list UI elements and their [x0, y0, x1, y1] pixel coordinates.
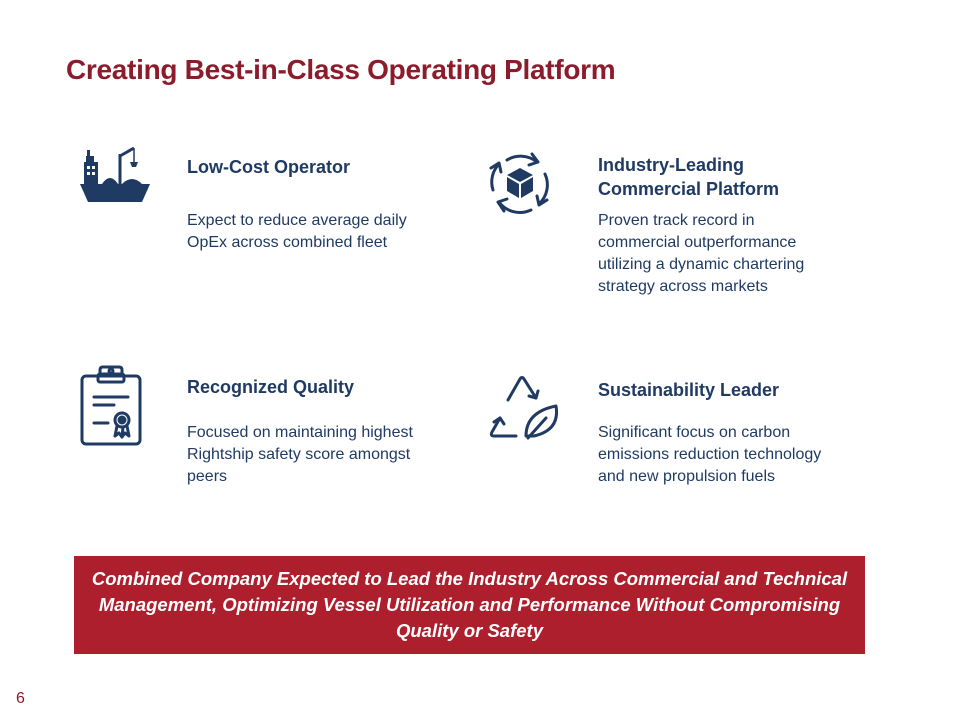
summary-banner-text: Combined Company Expected to Lead the In…	[91, 568, 848, 641]
card-body: Significant focus on carbon emissions re…	[598, 424, 822, 485]
recycle-leaf-icon	[484, 366, 566, 446]
page-title: Creating Best-in-Class Operating Platfor…	[66, 54, 616, 85]
summary-banner: Combined Company Expected to Lead the In…	[74, 556, 865, 654]
card-heading: Sustainability Leader	[598, 380, 780, 400]
certificate-clipboard-icon	[78, 364, 144, 448]
ship-crane-icon	[76, 140, 156, 210]
card-heading: Low-Cost Operator	[187, 157, 351, 177]
card-heading: Recognized Quality	[187, 377, 355, 397]
box-cycle-icon	[485, 148, 555, 218]
card-heading: Industry-Leading Commercial Platform	[598, 155, 780, 199]
card-body: Proven track record in commercial outper…	[598, 212, 805, 295]
card-body: Focused on maintaining highest Rightship…	[187, 424, 413, 485]
page-number: 6	[16, 690, 25, 707]
card-body: Expect to reduce average daily OpEx acro…	[187, 212, 407, 251]
